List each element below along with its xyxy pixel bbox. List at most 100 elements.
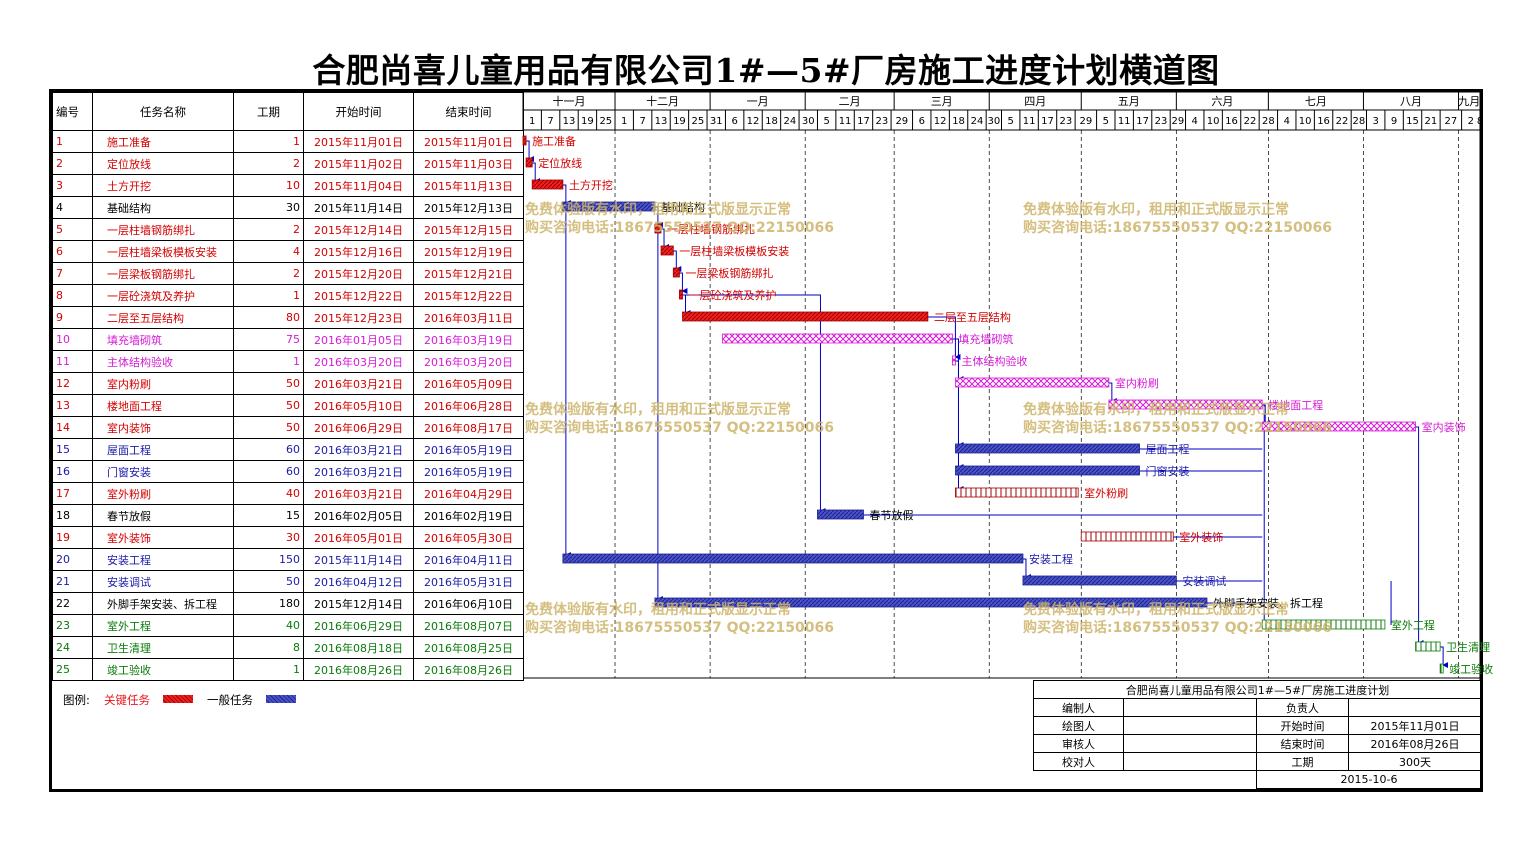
- task-bar: [817, 509, 864, 520]
- watermark-line1: 免费体验版有水印，租用和正式版显示正常: [1023, 401, 1289, 418]
- cell-id: 22: [52, 592, 93, 615]
- task-bar: [1261, 421, 1416, 432]
- day-tick-label: 24: [783, 116, 796, 127]
- legend-critical-swatch: [163, 695, 193, 703]
- dependency-link: [526, 140, 535, 162]
- day-tick-label: 22: [1244, 116, 1257, 127]
- cell-start: 2016年06月29日: [303, 614, 414, 637]
- watermark-line2: 购买咨询电话:18675550537 QQ:22150066: [525, 219, 834, 236]
- tb-label: 工期: [1256, 752, 1349, 771]
- day-tick-label: 22: [1336, 116, 1349, 127]
- cell-name: 土方开挖: [92, 174, 234, 197]
- task-bar: [531, 179, 564, 190]
- legend-normal-swatch: [266, 695, 296, 703]
- month-label: 三月: [931, 95, 953, 108]
- watermark-line1: 免费体验版有水印，租用和正式版显示正常: [525, 401, 791, 418]
- day-tick-label: 2: [1468, 116, 1474, 127]
- day-tick-label: 23: [1060, 116, 1073, 127]
- tb-value: [1348, 698, 1482, 717]
- cell-end: 2015年12月19日: [413, 240, 524, 263]
- task-bar-label: 室外粉刷: [1084, 486, 1128, 500]
- legend-label: 图例:: [63, 693, 90, 707]
- cell-name: 基础结构: [92, 196, 234, 219]
- tb-blank: [1033, 770, 1257, 789]
- month-label: 七月: [1305, 95, 1327, 108]
- dependency-link: [564, 206, 655, 558]
- day-tick-label: 23: [1155, 116, 1168, 127]
- cell-start: 2016年06月29日: [303, 416, 414, 439]
- day-tick-label: 24: [971, 116, 984, 127]
- cell-end: 2015年12月15日: [413, 218, 524, 241]
- day-tick-label: 6: [919, 116, 925, 127]
- cell-end: 2015年11月13日: [413, 174, 524, 197]
- tb-label: 结束时间: [1256, 734, 1349, 753]
- dependency-link: [682, 294, 691, 316]
- dependency-link: [1022, 558, 1031, 580]
- day-tick-label: 29: [1172, 116, 1185, 127]
- tb-value: 2016年08月26日: [1348, 734, 1482, 753]
- cell-id: 16: [52, 460, 93, 483]
- day-tick-label: 4: [1284, 116, 1290, 127]
- task-bar: [955, 487, 1079, 498]
- cell-id: 12: [52, 372, 93, 395]
- task-bar: [1415, 641, 1441, 652]
- dependency-link: [1415, 426, 1424, 646]
- page-title: 合肥尚喜儿童用品有限公司1#—5#厂房施工进度计划横道图: [312, 51, 1220, 90]
- task-bar: [562, 201, 656, 212]
- task-bar: [721, 333, 953, 344]
- tb-label: 绘图人: [1033, 716, 1124, 735]
- task-bar-label: 屋面工程: [1146, 443, 1190, 456]
- cell-end: 2016年08月07日: [413, 614, 524, 637]
- cell-name: 室内粉刷: [92, 372, 234, 395]
- day-tick-label: 11: [839, 116, 852, 127]
- cell-start: 2016年04月12日: [303, 570, 414, 593]
- title-block-date: 2015-10-6: [1256, 770, 1482, 789]
- month-label: 八月: [1400, 95, 1422, 108]
- header-duration: 工期: [233, 92, 304, 131]
- cell-start: 2016年03月21日: [303, 372, 414, 395]
- task-bar-label: 一层柱墙钢筋绑扎: [667, 222, 755, 236]
- task-bar: [654, 597, 1208, 608]
- month-label: 十一月: [553, 94, 586, 108]
- day-tick-label: 16: [1225, 116, 1238, 127]
- day-tick-label: 10: [1207, 116, 1220, 127]
- cell-start: 2016年02月05日: [303, 504, 414, 527]
- day-tick-label: 16: [1317, 116, 1330, 127]
- day-tick-label: 17: [1041, 116, 1054, 127]
- dependency-link: [532, 162, 541, 184]
- task-bar: [562, 553, 1024, 564]
- tb-value: [1123, 734, 1257, 753]
- task-bar-label: 土方开挖: [569, 178, 613, 192]
- day-tick-label: 29: [1079, 116, 1092, 127]
- cell-start: 2015年11月14日: [303, 196, 414, 219]
- cell-end: 2016年08月25日: [413, 636, 524, 659]
- cell-name: 施工准备: [92, 130, 234, 153]
- day-tick-label: 28: [1352, 116, 1365, 127]
- task-bar-label: 室内装饰: [1422, 420, 1466, 434]
- task-bar-label: 安装工程: [1029, 552, 1073, 566]
- chart-frame: [49, 89, 1483, 792]
- day-tick-label: 10: [1299, 116, 1312, 127]
- title-block: 合肥尚喜儿童用品有限公司1#—5#厂房施工进度计划 编制人负责人 绘图人开始时间…: [1033, 680, 1482, 790]
- watermark-line2: 购买咨询电话:18675550537 QQ:22150066: [1023, 619, 1332, 636]
- day-tick-label: 5: [1103, 116, 1109, 127]
- day-tick-label: 23: [876, 116, 889, 127]
- day-tick-label: 1: [621, 116, 627, 127]
- task-bar: [522, 135, 527, 146]
- cell-id: 15: [52, 438, 93, 461]
- task-bar-label: 一层梁板钢筋绑扎: [685, 266, 773, 280]
- watermark-line1: 免费体验版有水印，租用和正式版显示正常: [1023, 201, 1289, 218]
- title-block-heading: 合肥尚喜儿童用品有限公司1#—5#厂房施工进度计划: [1033, 680, 1482, 699]
- timeline-grid: [523, 92, 1481, 680]
- month-label: 五月: [1118, 95, 1140, 108]
- day-tick-label: 17: [857, 116, 870, 127]
- cell-start: 2016年03月21日: [303, 438, 414, 461]
